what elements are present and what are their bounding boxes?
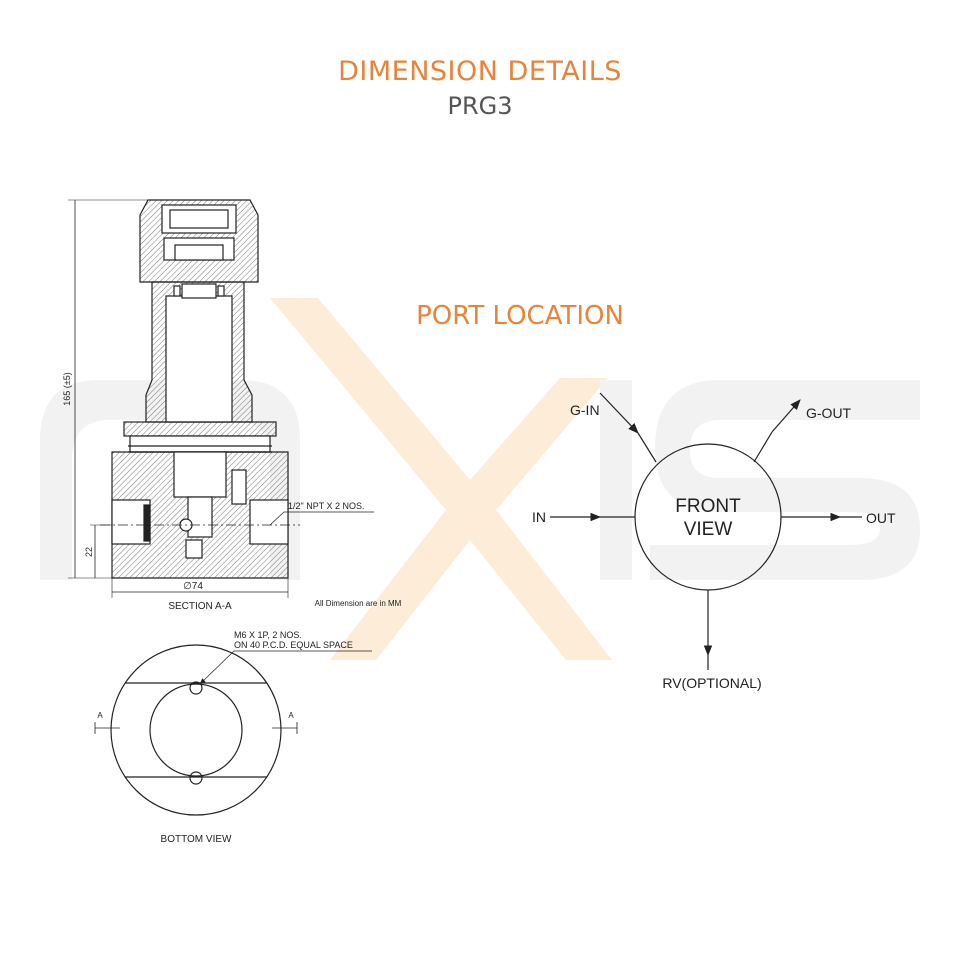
units-note: All Dimension are in MM bbox=[315, 599, 402, 608]
port-location-title: PORT LOCATION bbox=[416, 301, 624, 331]
g-out-arrow bbox=[753, 431, 773, 463]
port-out-label: OUT bbox=[866, 510, 896, 526]
diameter-dimension: ∅74 bbox=[183, 581, 203, 592]
front-view-line2: VIEW bbox=[684, 519, 733, 540]
port-diagram bbox=[550, 392, 862, 670]
port-rv-label: RV(OPTIONAL) bbox=[662, 675, 761, 691]
model-subtitle: PRG3 bbox=[447, 92, 513, 120]
section-view bbox=[68, 199, 374, 598]
section-label: SECTION A-A bbox=[168, 601, 232, 612]
page-title: DIMENSION DETAILS bbox=[338, 56, 622, 87]
port-in-label: IN bbox=[532, 509, 546, 525]
port-note: 1/2" NPT X 2 NOS. bbox=[288, 501, 365, 511]
section-view-labels: 165 (±5) 22 ∅74 1/2" NPT X 2 NOS. SECTIO… bbox=[62, 372, 402, 612]
bottom-note-line1: M6 X 1P, 2 NOS. bbox=[234, 630, 302, 640]
section-marker-right: A bbox=[288, 711, 294, 720]
watermark-logo bbox=[40, 298, 920, 660]
section-marker-left: A bbox=[97, 711, 103, 720]
port-g-in-label: G-IN bbox=[570, 402, 600, 418]
bottom-note-line2: ON 40 P.C.D. EQUAL SPACE bbox=[234, 640, 353, 650]
port-labels: FRONT VIEW G-IN G-OUT IN OUT RV(OPTIONAL… bbox=[532, 402, 896, 691]
front-view-line1: FRONT bbox=[675, 496, 741, 517]
bottom-view-labels: M6 X 1P, 2 NOS. ON 40 P.C.D. EQUAL SPACE… bbox=[97, 630, 353, 845]
height-dimension: 165 (±5) bbox=[62, 372, 72, 405]
base-dimension: 22 bbox=[84, 547, 94, 557]
port-g-out-label: G-OUT bbox=[806, 405, 852, 421]
bottom-view-label: BOTTOM VIEW bbox=[161, 834, 232, 845]
g-in-arrow bbox=[599, 392, 639, 434]
bottom-view bbox=[94, 644, 372, 816]
